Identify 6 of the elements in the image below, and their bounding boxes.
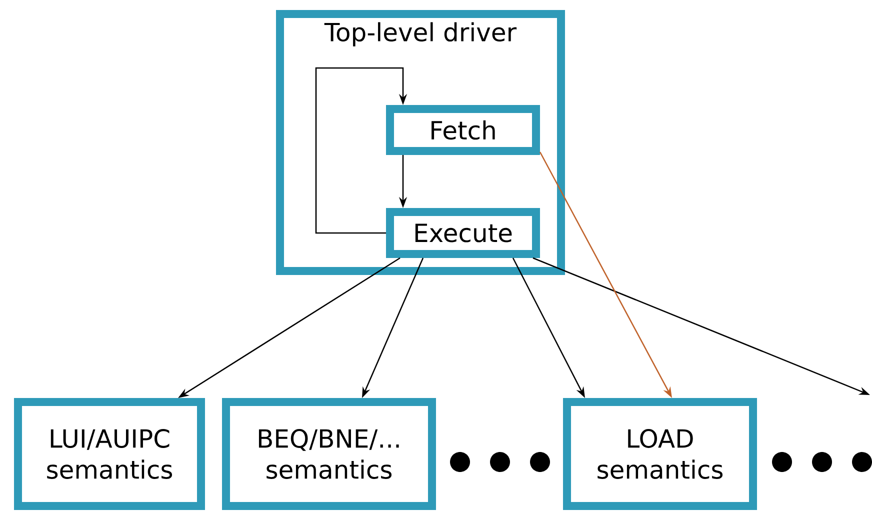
semantics-box: BEQ/BNE/... semantics [222, 398, 436, 510]
semantics-box: LUI/AUIPC semantics [14, 398, 205, 510]
process-box: Fetch [386, 105, 540, 155]
arrow [315, 67, 408, 234]
semantics-box: LOAD semantics [563, 398, 757, 510]
process-box: Execute [386, 208, 540, 258]
